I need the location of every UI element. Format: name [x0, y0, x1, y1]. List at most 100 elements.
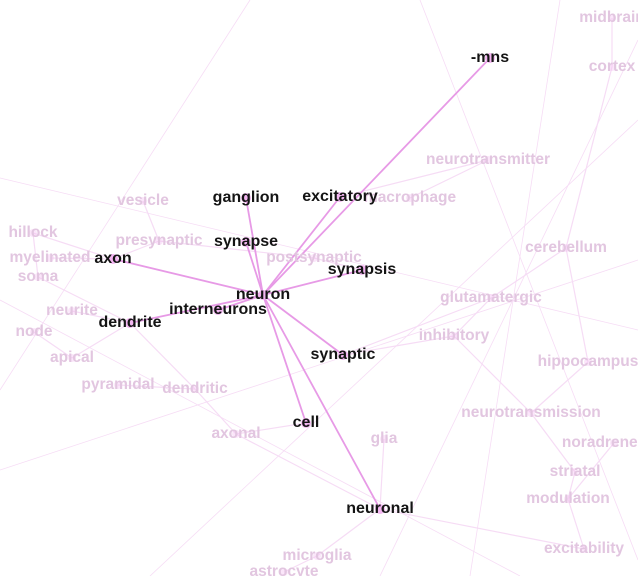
node-microglia[interactable] [313, 552, 321, 560]
node-label-synaptic[interactable]: synaptic [311, 346, 376, 363]
background-edge [0, 299, 521, 576]
node-label-dendritic[interactable]: dendritic [162, 380, 228, 397]
node-axonal[interactable] [232, 430, 240, 438]
node-label-neuron[interactable]: neuron [236, 286, 290, 303]
node-soma[interactable] [34, 273, 42, 281]
node-cerebellum[interactable] [562, 244, 570, 252]
node-label-synapsis[interactable]: synapsis [328, 261, 397, 278]
node-hillock[interactable] [29, 229, 37, 237]
node-synaptic[interactable] [338, 350, 348, 360]
background-edge [409, 159, 489, 199]
node-astrocyte[interactable] [280, 568, 288, 576]
background-edge [33, 331, 73, 359]
node-label-presynaptic[interactable]: presynaptic [115, 232, 202, 249]
node-label-postsynaptic[interactable]: postsynaptic [266, 249, 362, 266]
edge-neuron-synapsis [262, 269, 363, 296]
node-label-neurotransmission[interactable]: neurotransmission [461, 404, 601, 421]
focus-edges [112, 57, 491, 510]
node-label-neurite[interactable]: neurite [46, 302, 98, 319]
node-interneurons[interactable] [213, 305, 223, 315]
node-label-midbrain[interactable]: midbrain [579, 9, 638, 26]
node-striatal[interactable] [571, 468, 579, 476]
node-label-striatal[interactable]: striatal [550, 463, 601, 480]
node-dendritic[interactable] [191, 385, 199, 393]
node-label-dendrite[interactable]: dendrite [98, 314, 161, 331]
node-postsynaptic[interactable] [310, 254, 318, 262]
background-edge [469, 0, 561, 576]
node-label-noradrenergic[interactable]: noradrenergic [562, 434, 638, 451]
graph-labels: midbrain cortex neurotransmitter macrophage… [8, 9, 638, 576]
node-label-microglia[interactable]: microglia [283, 547, 352, 564]
node-label-inhibitory[interactable]: inhibitory [419, 327, 490, 344]
node-vesicle[interactable] [139, 197, 147, 205]
edge-neuron-interneurons [217, 294, 264, 311]
node-label-modulation[interactable]: modulation [526, 490, 610, 507]
node-label-excitatory[interactable]: excitatory [302, 188, 378, 205]
node-label-cortex[interactable]: cortex [589, 58, 636, 75]
background-edge [342, 297, 492, 356]
node-neurotransmission[interactable] [527, 409, 535, 417]
node-neuronal[interactable] [375, 504, 385, 514]
node-hippocampus[interactable] [584, 358, 592, 366]
node-glia[interactable] [380, 435, 388, 443]
node-label-mns[interactable]: -mns [471, 49, 509, 66]
node-label-ganglion[interactable]: ganglion [213, 189, 280, 206]
background-edge [32, 232, 114, 260]
node-presynaptic[interactable] [155, 237, 163, 245]
node-neuron[interactable] [258, 290, 268, 300]
node-glutamatergic[interactable] [487, 294, 495, 302]
node-synapsis[interactable] [357, 265, 367, 275]
node-label-hillock[interactable]: hillock [8, 224, 57, 241]
background-edge [37, 276, 131, 324]
background-edge [0, 259, 638, 471]
node-label-neuronal[interactable]: neuronal [346, 500, 414, 517]
node-label-excitability[interactable]: excitability [544, 540, 624, 557]
node-neurite[interactable] [68, 307, 76, 315]
node-label-glutamatergic[interactable]: glutamatergic [440, 289, 542, 306]
background-edge [567, 498, 585, 550]
node-synapse[interactable] [241, 237, 251, 247]
node-mns[interactable] [485, 53, 495, 63]
node-label-apical[interactable]: apical [50, 349, 94, 366]
background-edge [235, 422, 307, 435]
node-node[interactable] [30, 328, 38, 336]
node-excitability[interactable] [580, 545, 588, 553]
node-label-myelinated[interactable]: myelinated [10, 249, 91, 266]
node-myelinated[interactable] [46, 254, 54, 262]
node-label-axon[interactable]: axon [94, 250, 131, 267]
node-excitatory[interactable] [335, 192, 345, 202]
edge-neuron-synaptic [262, 294, 344, 356]
background-edge [71, 310, 131, 324]
node-dendrite[interactable] [125, 318, 135, 328]
node-cortex[interactable] [608, 63, 616, 71]
node-ganglion[interactable] [241, 193, 251, 203]
node-modulation[interactable] [564, 495, 572, 503]
node-label-soma[interactable]: soma [18, 268, 59, 285]
node-inhibitory[interactable] [450, 332, 458, 340]
node-label-interneurons[interactable]: interneurons [169, 301, 267, 318]
node-midbrain[interactable] [608, 14, 616, 22]
node-label-cell[interactable]: cell [293, 414, 320, 431]
background-edge [283, 555, 318, 573]
node-axon[interactable] [108, 254, 118, 264]
node-label-hippocampus[interactable]: hippocampus [538, 353, 638, 370]
node-label-neurotransmitter[interactable]: neurotransmitter [426, 151, 550, 168]
node-label-axonal[interactable]: axonal [211, 425, 260, 442]
node-pyramidal[interactable] [114, 381, 122, 389]
node-macrophage[interactable] [406, 194, 414, 202]
node-label-cerebellum[interactable]: cerebellum [525, 239, 607, 256]
node-label-vesicle[interactable]: vesicle [117, 192, 169, 209]
node-label-macrophage[interactable]: macrophage [364, 189, 457, 206]
node-label-pyramidal[interactable]: pyramidal [81, 376, 154, 393]
background-edge [490, 247, 567, 299]
node-label-astrocyte[interactable]: astrocyte [250, 563, 319, 576]
node-apical[interactable] [68, 354, 76, 362]
node-neurotransmitter[interactable] [484, 156, 492, 164]
node-label-node[interactable]: node [15, 323, 52, 340]
node-noradrenergic[interactable] [610, 439, 618, 447]
node-label-glia[interactable]: glia [371, 430, 398, 447]
edge-neuron-neuronal [262, 294, 381, 510]
background-edge [530, 361, 589, 414]
node-label-synapse[interactable]: synapse [214, 233, 278, 250]
node-cell[interactable] [301, 418, 311, 428]
